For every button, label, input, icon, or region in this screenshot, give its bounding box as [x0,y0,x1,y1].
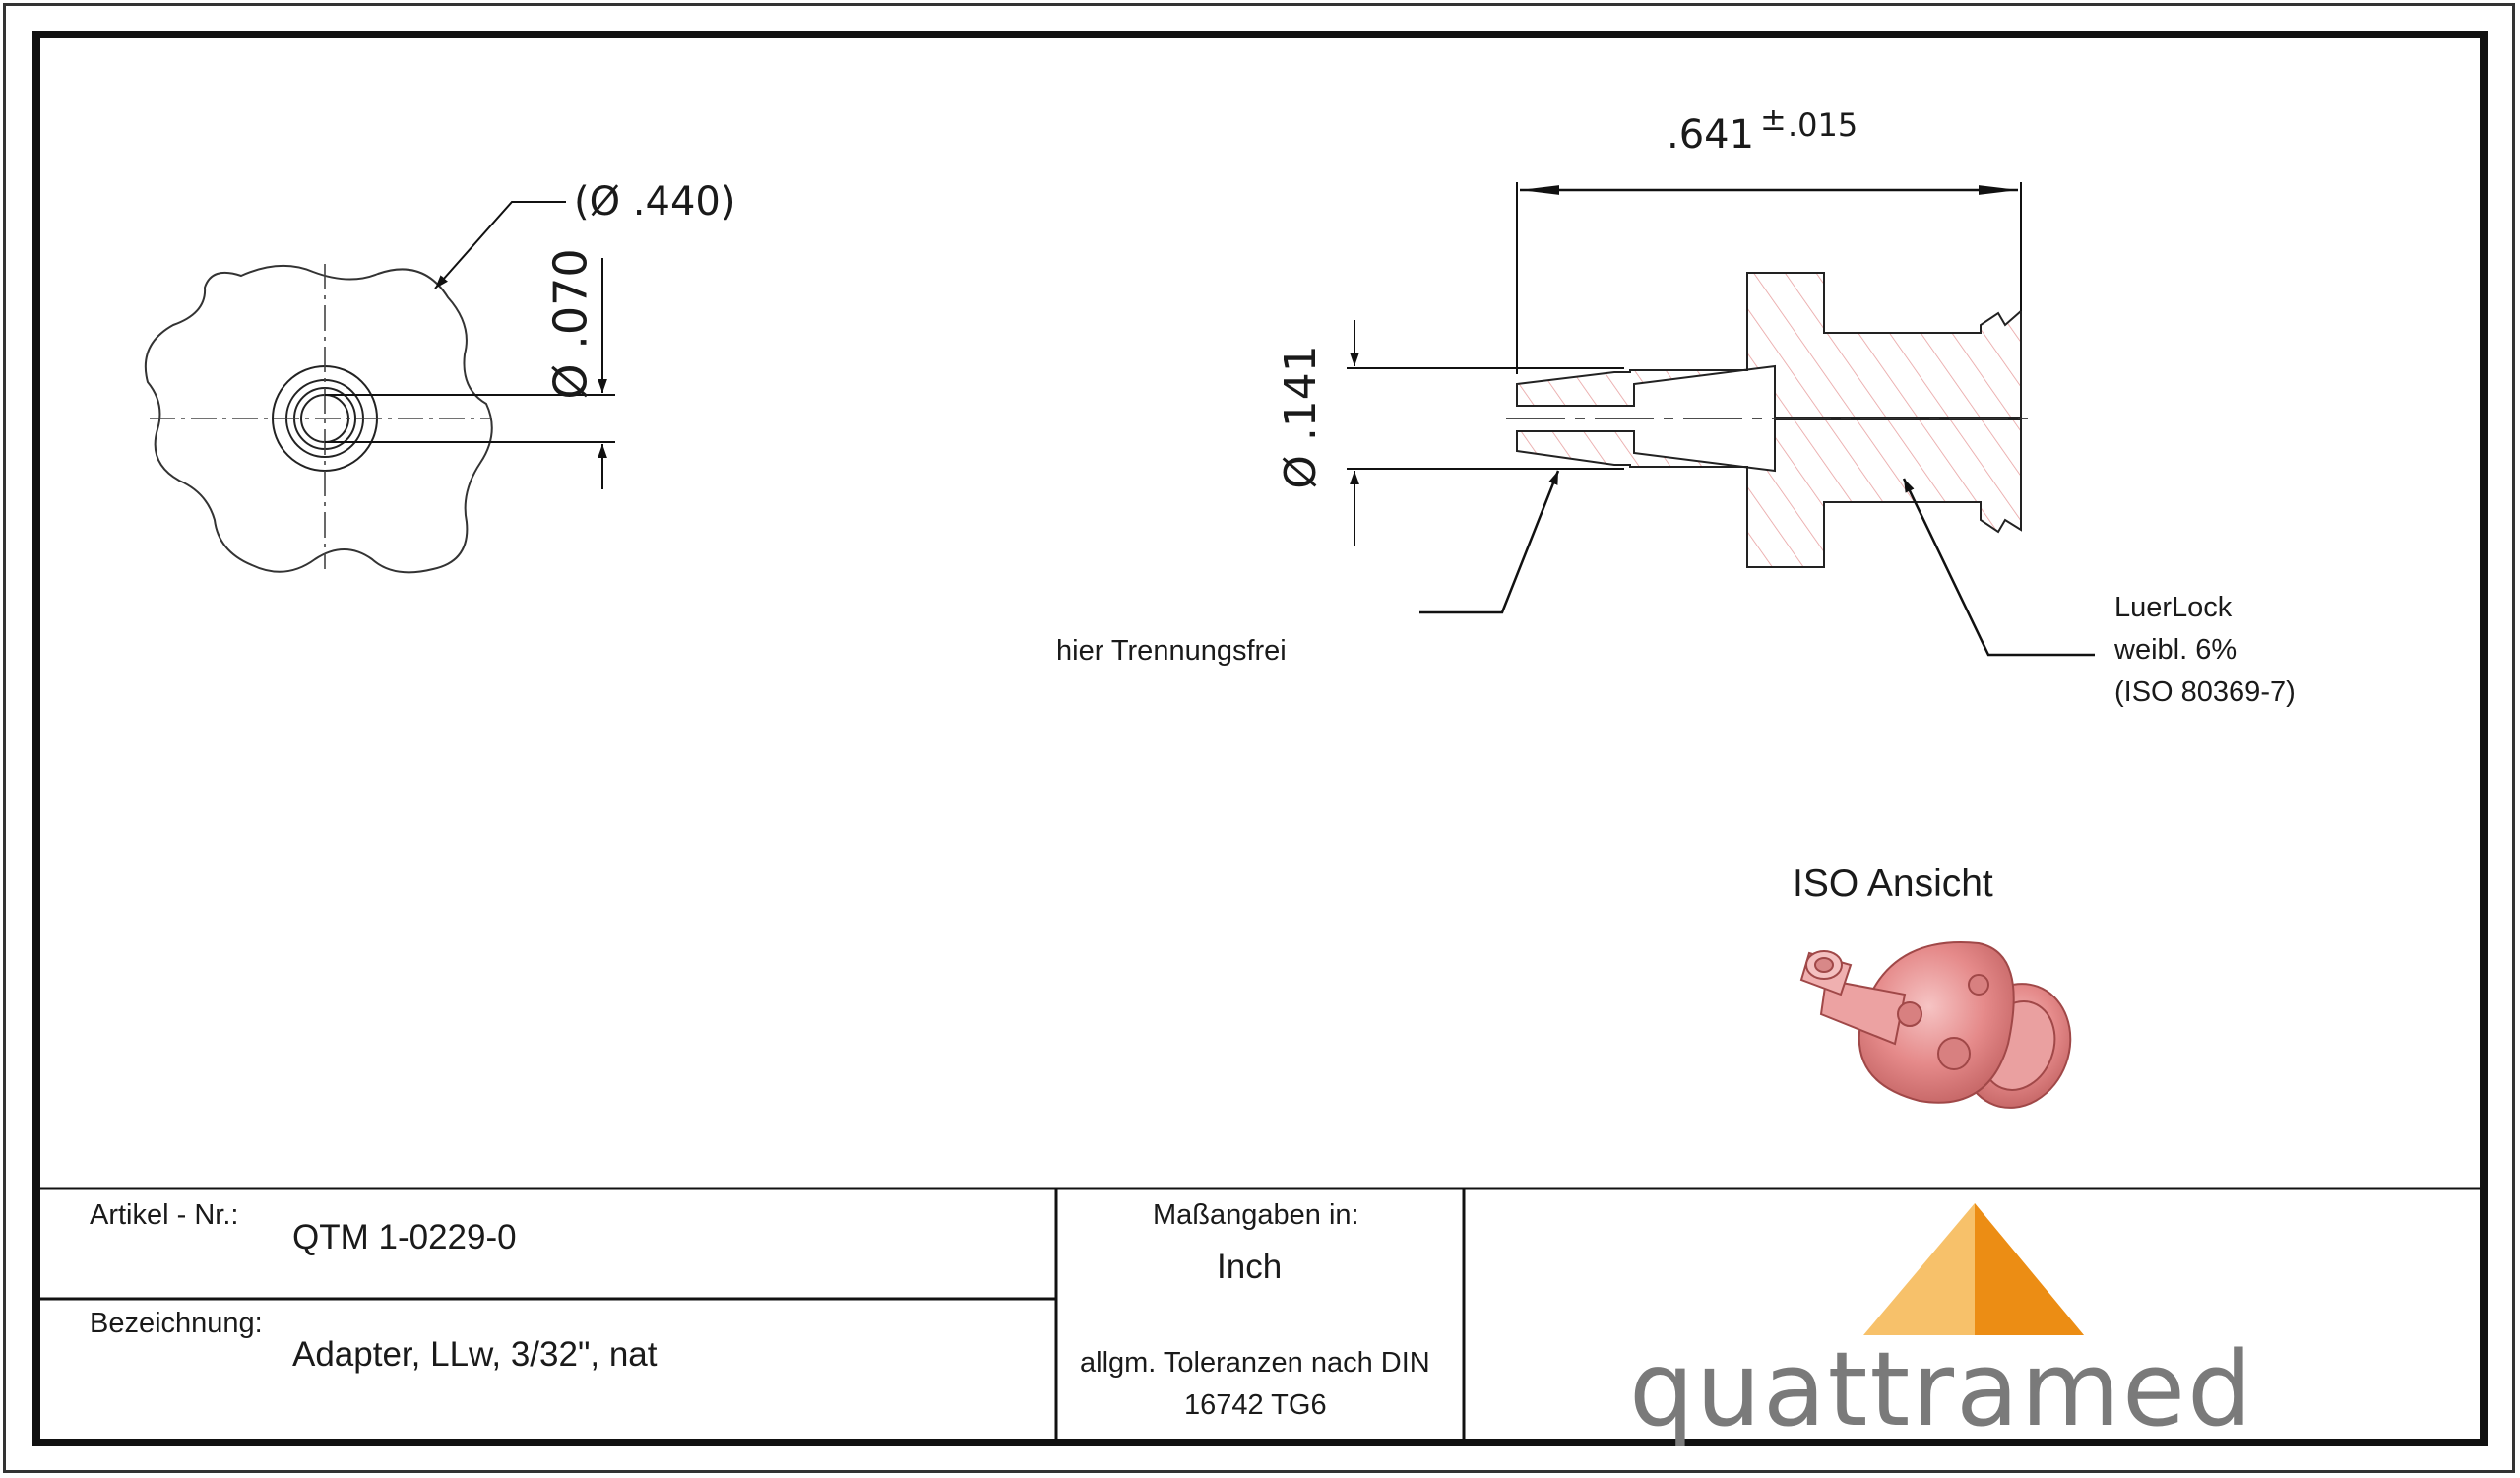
company-logo-text: quattramed [1629,1329,2255,1449]
iso-view-title: ISO Ansicht [1793,863,1993,905]
units-value: Inch [1217,1248,1283,1286]
designation-value: Adapter, LLw, 3/32", nat [292,1335,658,1374]
dim-length-tol-sign: ± [1760,100,1787,138]
note-luerlock-3: (ISO 80369-7) [2114,676,2296,708]
article-label: Artikel - Nr.: [90,1199,239,1231]
dim-bore-diameter: Ø .070 [543,248,598,400]
dim-overall-length: .641 [1667,112,1755,158]
dim-tip-diameter: Ø .141 [1275,345,1326,489]
note-separation: hier Trennungsfrei [1056,635,1287,667]
article-value: QTM 1-0229-0 [292,1218,517,1256]
section-view [1347,182,2095,657]
section-lower [1516,418,2022,568]
drawing-border [32,31,2488,1446]
tolerance-line-1: allgm. Toleranzen nach DIN [1080,1347,1430,1379]
designation-label: Bezeichnung: [90,1308,263,1339]
section-upper [1516,272,2022,418]
logo-mark [1863,1203,2084,1335]
note-luerlock-2: weibl. 6% [2114,634,2237,666]
title-block-grid [36,1187,2484,1443]
outer-border [3,3,2515,1473]
knob-outline [144,264,493,574]
dim-ref-diameter: (Ø .440) [574,179,736,225]
tolerance-line-2: 16742 TG6 [1184,1389,1327,1421]
front-view [144,201,615,574]
iso-view-graphic [1799,941,2072,1109]
dim-length-tol-value: .015 [1788,106,1858,144]
units-label: Maßangaben in: [1153,1199,1359,1231]
note-luerlock-1: LuerLock [2114,592,2233,623]
